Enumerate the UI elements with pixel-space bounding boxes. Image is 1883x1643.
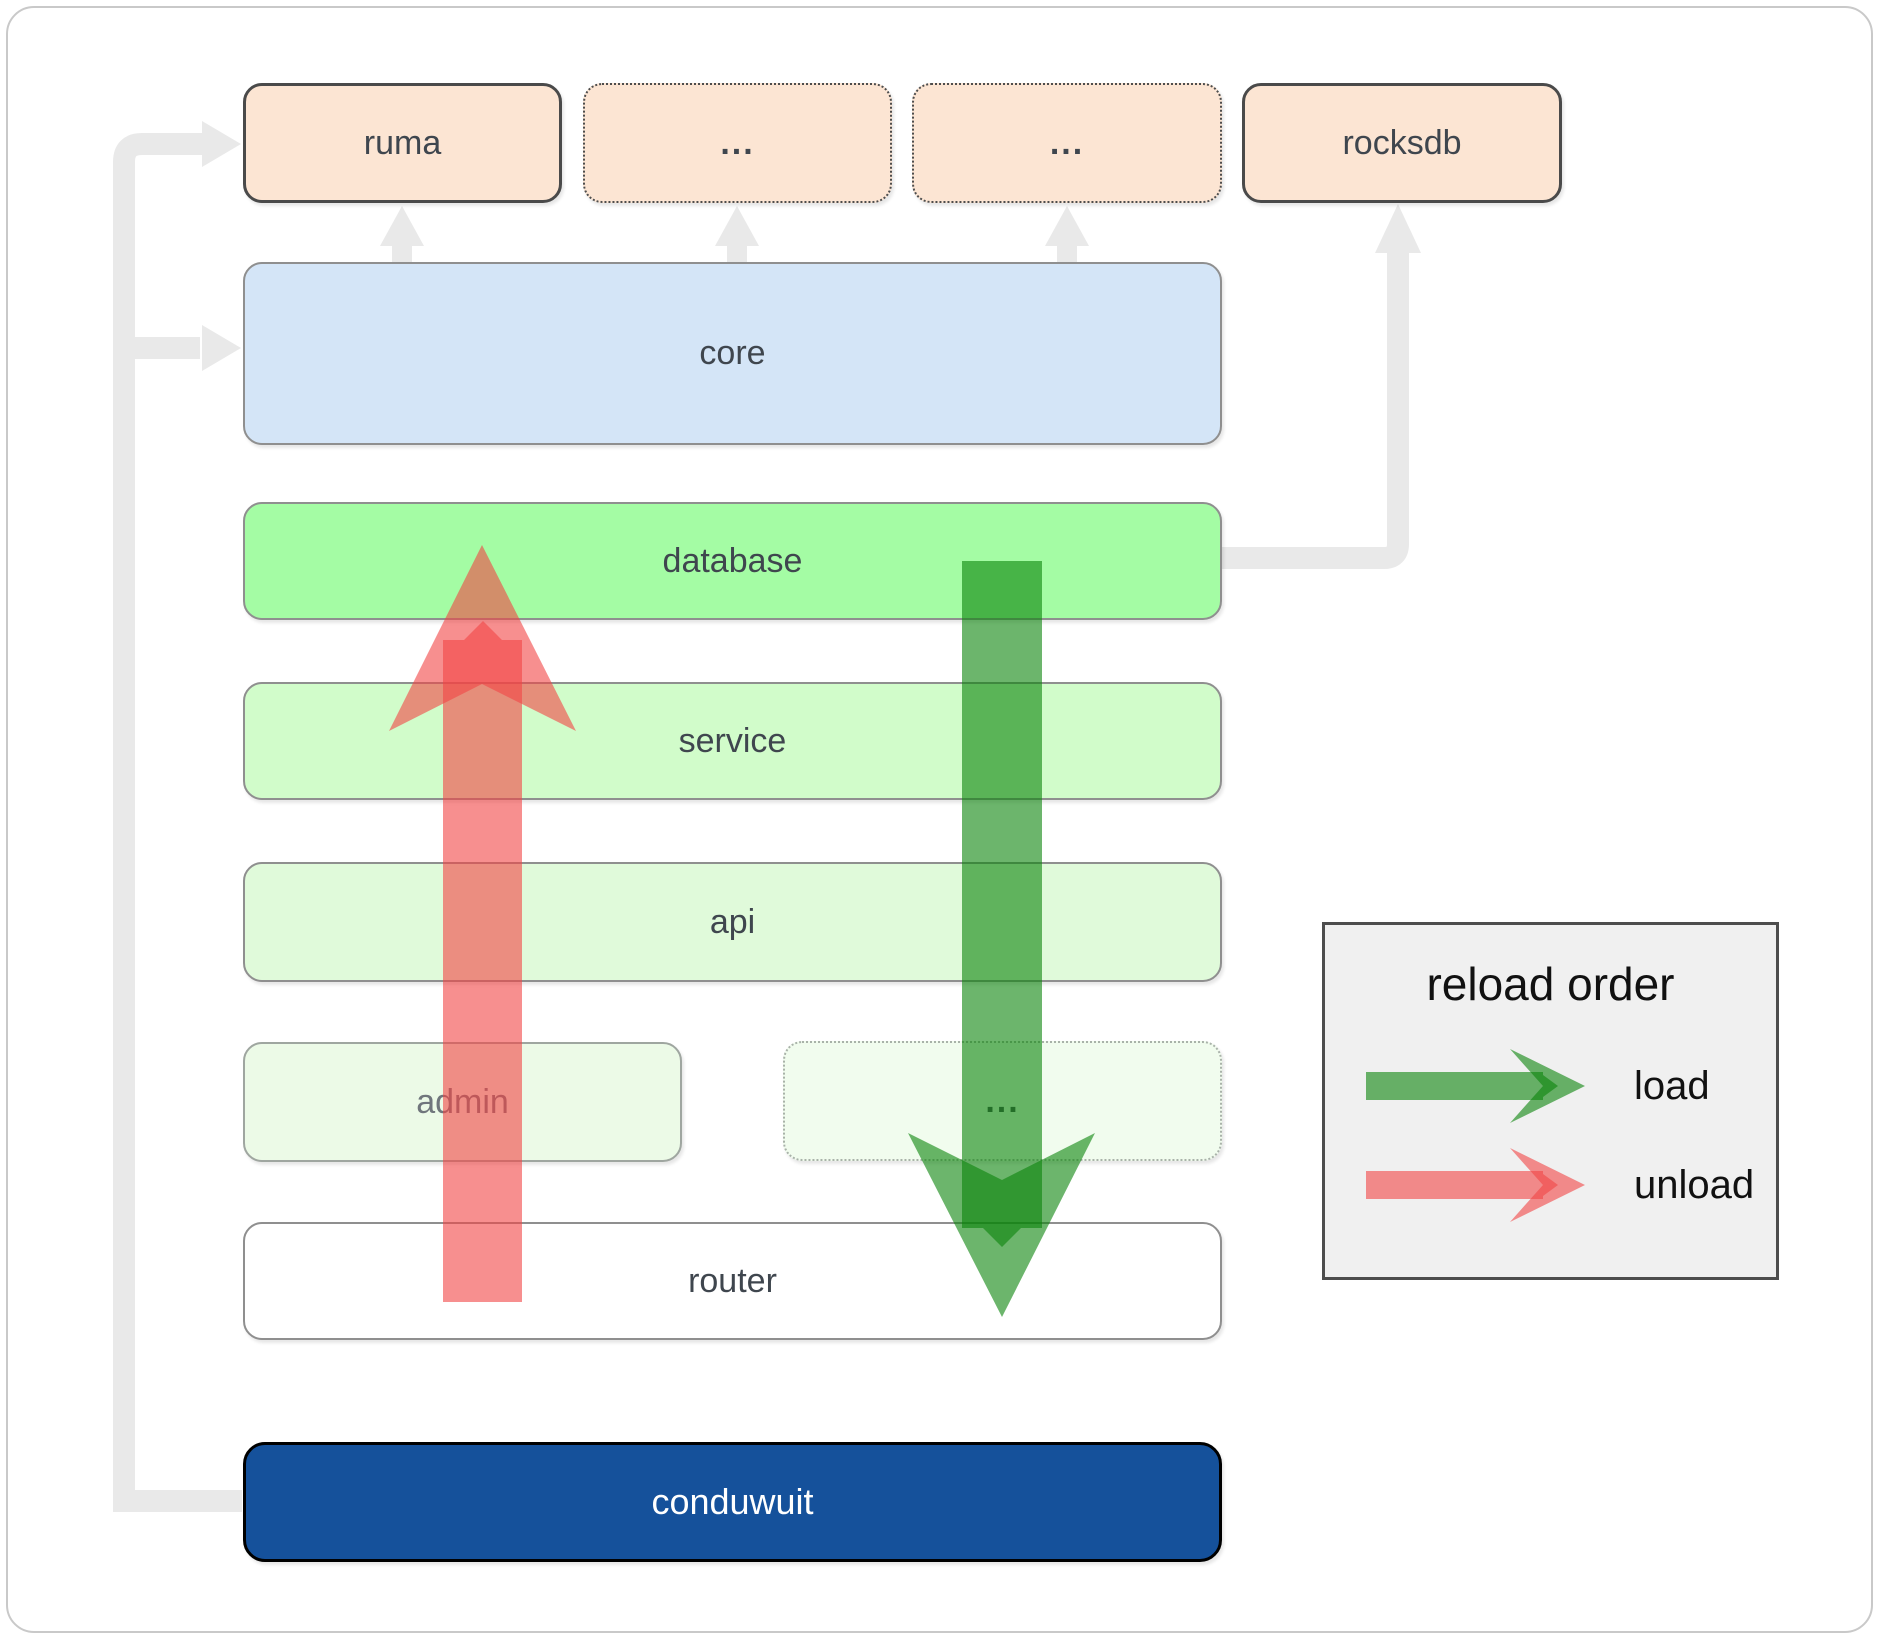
box-service-more: ... (783, 1041, 1222, 1161)
box-core-label: core (699, 334, 766, 372)
legend-row-unload: unload (1366, 1147, 1754, 1223)
legend-load-label: load (1634, 1063, 1710, 1108)
box-service: service (243, 682, 1222, 800)
box-dependency-more-2: ... (912, 83, 1222, 203)
legend-load-arrow-head (1510, 1049, 1585, 1123)
legend-title: reload order (1426, 958, 1675, 1010)
box-router: router (243, 1222, 1222, 1340)
load-arrow-icon (1366, 1049, 1585, 1123)
box-database-label: database (662, 541, 803, 580)
box-admin-label: admin (416, 1082, 509, 1121)
box-admin: admin (243, 1042, 682, 1162)
box-ruma: ruma (243, 83, 562, 203)
legend-box: reload order load unload (1322, 922, 1779, 1280)
legend-row-load: load (1366, 1048, 1710, 1124)
box-database: database (243, 502, 1222, 620)
legend-unload-label: unload (1634, 1162, 1755, 1207)
legend-unload-arrow-shaft (1366, 1171, 1558, 1199)
legend-load-arrow-shaft (1366, 1072, 1558, 1100)
box-conduwuit: conduwuit (243, 1442, 1222, 1562)
box-rocksdb-label: rocksdb (1342, 123, 1462, 162)
box-dependency-more-1-label: ... (720, 123, 755, 162)
box-rocksdb: rocksdb (1242, 83, 1562, 203)
box-conduwuit-label: conduwuit (651, 1481, 814, 1522)
box-router-label: router (688, 1261, 777, 1300)
box-service-label: service (678, 721, 787, 760)
box-dependency-more-2-label: ... (1049, 123, 1085, 162)
box-api: api (243, 862, 1222, 982)
box-dependency-more-1: ... (583, 83, 892, 203)
box-core: core (243, 262, 1222, 445)
box-ruma-label: ruma (363, 123, 442, 162)
box-service-more-label: ... (985, 1081, 1020, 1120)
box-api-label: api (709, 902, 756, 941)
unload-arrow-icon (1366, 1148, 1585, 1222)
diagram-outer-border (6, 6, 1873, 1633)
legend-unload-arrow-head (1510, 1148, 1585, 1222)
